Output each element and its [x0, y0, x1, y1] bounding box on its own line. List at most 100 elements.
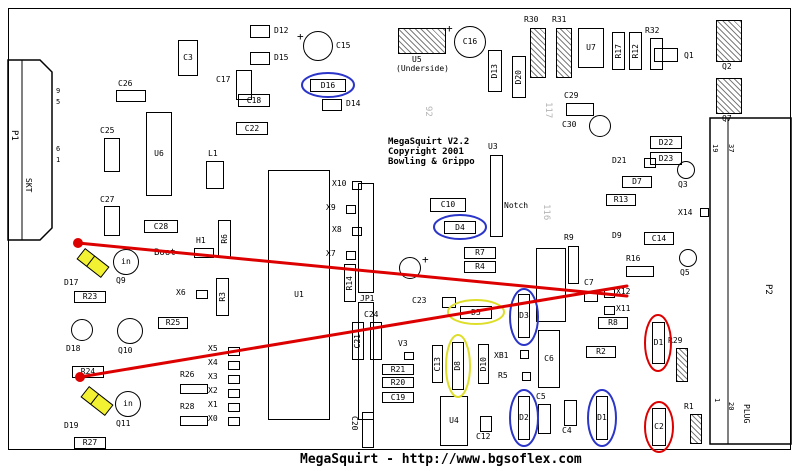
component-d10: D10 [478, 344, 489, 384]
component-d4: D4 [444, 221, 476, 234]
label-c25: C25 [100, 126, 115, 135]
component-c10: C10 [430, 198, 466, 212]
component-r14: R14 [344, 264, 356, 302]
label-c26: C26 [118, 79, 133, 88]
label-c27: C27 [100, 195, 115, 204]
component-label: C13 [432, 356, 442, 372]
component-label: U7 [586, 43, 596, 52]
label-h1: H1 [196, 236, 206, 245]
component-c21: C21 [352, 322, 364, 360]
component-shape [690, 414, 702, 444]
component-label: C6 [544, 354, 554, 363]
label-u3: U3 [488, 142, 498, 151]
label-r1: R1 [684, 402, 694, 411]
component-c16: C16 [454, 26, 486, 58]
component-shape [520, 350, 529, 359]
component-shape [352, 227, 362, 236]
component-r12: R12 [629, 32, 642, 70]
component-label: C19 [390, 392, 406, 402]
label-c17: C17 [216, 75, 231, 84]
component-shape [700, 208, 709, 217]
label-c7: C7 [584, 278, 594, 287]
component-shape [480, 416, 492, 432]
label-x6: X6 [176, 288, 186, 297]
component-label: U6 [154, 149, 164, 158]
label-1: 1 [56, 156, 61, 164]
component-shape [358, 183, 374, 293]
label-boot: Boot [154, 248, 176, 258]
component-shape [228, 389, 240, 398]
label-megasquirtv22: MegaSquirt V2.2 [388, 137, 470, 147]
label-copyright2001: Copyright 2001 [388, 147, 464, 157]
component-label: D22 [658, 137, 674, 147]
component-shape [206, 161, 224, 189]
label-p1: P1 [9, 130, 19, 141]
component-shape [490, 155, 503, 237]
label-q9: Q9 [116, 276, 126, 285]
component-r27: R27 [74, 437, 106, 449]
component-shape [250, 25, 270, 38]
label-20: 20 [727, 402, 735, 411]
component-shape [650, 38, 663, 70]
label-d15: D15 [274, 53, 289, 62]
component-c13: C13 [432, 345, 443, 383]
component-label: R27 [82, 438, 98, 447]
label-5: 5 [56, 98, 61, 106]
label-c5: C5 [536, 392, 546, 401]
label-r29: R29 [668, 336, 683, 345]
label-q3: Q3 [678, 180, 688, 189]
component-shape [322, 99, 342, 111]
component-label: R12 [630, 43, 640, 59]
label-plus: + [297, 30, 304, 43]
component-shape [654, 48, 678, 62]
component-label: D2 [519, 413, 529, 422]
component-shape [180, 416, 208, 426]
component-shape [522, 372, 531, 381]
label-q1: Q1 [684, 51, 694, 60]
component-label: U1 [294, 290, 304, 299]
component-d13: D13 [488, 50, 502, 92]
component-label: R13 [613, 195, 629, 204]
label-r30: R30 [524, 15, 539, 24]
component-shape [566, 103, 594, 116]
component-label: C2 [654, 422, 664, 431]
component-label: D8 [453, 361, 462, 371]
label-x4: X4 [208, 358, 218, 367]
component-c14: C14 [644, 232, 674, 245]
component-d20: D20 [512, 56, 526, 98]
label-d18: D18 [66, 344, 81, 353]
component-label: R24 [80, 367, 96, 376]
component-shape [236, 70, 252, 100]
label-q10: Q10 [118, 346, 133, 355]
label-x2: X2 [208, 386, 218, 395]
label-d9: D9 [612, 231, 622, 240]
component-r23: R23 [74, 291, 106, 303]
component-shape [358, 302, 374, 420]
component-shape [228, 361, 240, 370]
component-d16: D16 [310, 79, 346, 92]
label-r28: R28 [180, 402, 195, 411]
component-r13: R13 [606, 194, 636, 206]
component-label: R20 [390, 377, 406, 387]
component-u1: U1 [268, 170, 330, 420]
label-q2: Q2 [722, 62, 732, 71]
label-notch: Notch [504, 201, 529, 210]
component-r4: R4 [464, 261, 496, 273]
label-r9: R9 [564, 233, 574, 242]
label-d21: D21 [612, 156, 627, 165]
component-c18: C18 [238, 94, 270, 107]
component-shape [196, 290, 208, 299]
label-d19: D19 [64, 421, 79, 430]
component-r20: R20 [382, 377, 414, 388]
component-label: D23 [658, 153, 674, 163]
label-q11: Q11 [116, 419, 131, 428]
label-underside: (Underside) [396, 64, 449, 73]
component-in: in [113, 249, 139, 275]
component-label: R14 [345, 275, 354, 291]
component-shape [346, 251, 356, 260]
label-r31: R31 [552, 15, 567, 24]
component-label: R25 [165, 318, 181, 327]
footer-url: MegaSquirt - http://www.bgsoflex.com [300, 452, 582, 467]
component-label: C28 [153, 221, 169, 231]
